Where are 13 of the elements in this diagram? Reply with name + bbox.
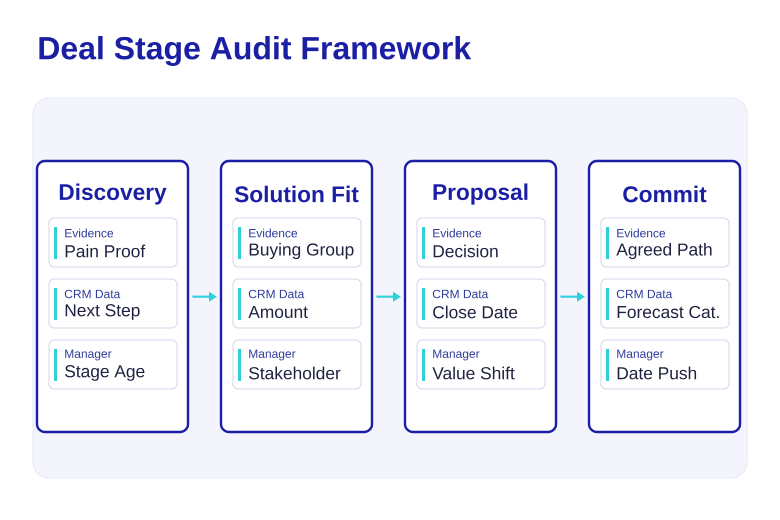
field-card: Manager Stage Age: [48, 339, 178, 390]
field-card: CRM Data Close Date: [416, 278, 546, 329]
field-card: Manager Date Push: [600, 339, 730, 390]
field-card: CRM Data Forecast Cat.: [600, 278, 730, 329]
field-card: Manager Stakeholder: [232, 339, 362, 390]
field-card: Evidence Decision: [416, 217, 546, 268]
field-card: Evidence Buying Group: [232, 217, 362, 268]
field-card: CRM Data Amount: [232, 278, 362, 329]
field-card: Evidence Agreed Path: [600, 217, 730, 268]
field-card: Evidence Pain Proof: [48, 217, 178, 268]
field-card: CRM Data Next Step: [48, 278, 178, 329]
field-card: Manager Value Shift: [416, 339, 546, 390]
title: Deal Stage Audit Framework: [39, 36, 472, 66]
